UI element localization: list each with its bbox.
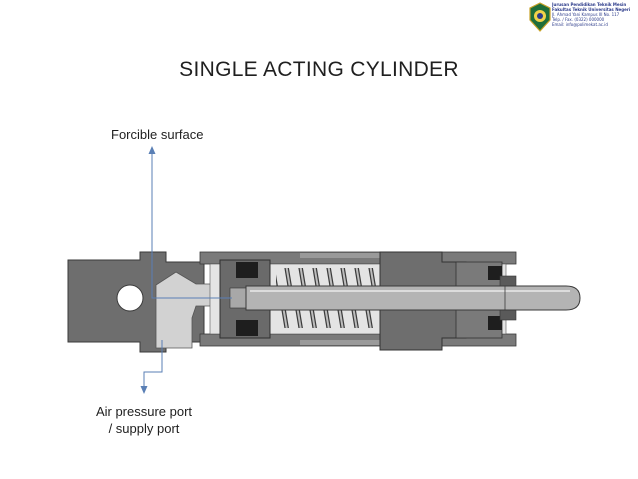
piston-seal-top	[236, 262, 258, 278]
air-port-label: Air pressure port / supply port	[88, 403, 200, 437]
air-port-label-line1: Air pressure port	[95, 404, 193, 419]
logo-line: Fakultas Teknik Universitas Negeri	[552, 7, 631, 12]
logo-text: Jurusan Pendidikan Teknik Mesin Fakultas…	[552, 2, 638, 27]
slide-title: SINGLE ACTING CYLINDER	[179, 58, 459, 81]
mounting-hole	[116, 284, 144, 312]
logo-line: Jl. Ahmad Yani Kampus III No. 117	[552, 12, 620, 17]
piston-rod	[245, 285, 581, 311]
forcible-surface-arrow	[148, 146, 232, 299]
air-port-arrow	[140, 340, 163, 394]
rod-seal-top	[488, 266, 502, 280]
institution-logo: Jurusan Pendidikan Teknik Mesin Fakultas…	[528, 2, 638, 32]
forcible-surface-label: Forcible surface	[111, 127, 204, 142]
emblem-icon	[529, 2, 551, 32]
logo-line: Email: info@polimekat.ac.id	[552, 22, 608, 27]
air-port-label-line2: / supply port	[108, 421, 180, 436]
rod-seal-bottom	[488, 316, 502, 330]
end-cap	[67, 251, 227, 353]
logo-line: Jurusan Pendidikan Teknik Mesin	[552, 2, 627, 7]
piston-seal-bottom	[236, 320, 258, 336]
logo-line: Telp. / Fax. (0322) 000000	[552, 17, 605, 22]
